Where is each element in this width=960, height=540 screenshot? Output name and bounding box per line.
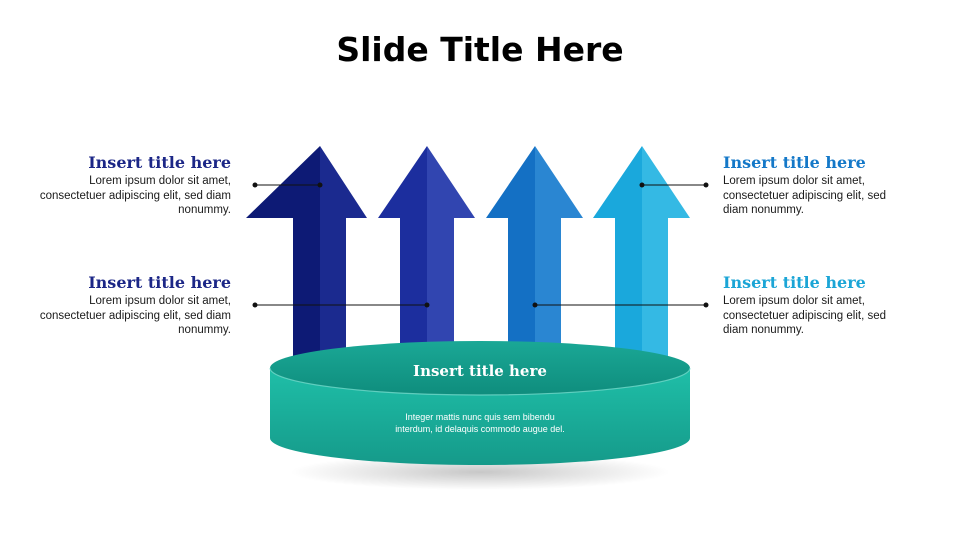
slide-title: Slide Title Here [336, 30, 624, 69]
block-body: Lorem ipsum dolor sit amet, consectetuer… [39, 295, 231, 336]
block-body: Lorem ipsum dolor sit amet, consectetuer… [723, 295, 887, 336]
block-body: Lorem ipsum dolor sit amet, consectetuer… [39, 175, 231, 216]
text-block-bottom-right: Insert title here Lorem ipsum dolor sit … [723, 273, 893, 338]
block-body: Lorem ipsum dolor sit amet, consectetuer… [723, 175, 887, 216]
arrow-3 [486, 146, 583, 360]
connector-top-left [252, 182, 323, 188]
block-title: Insert title here [88, 273, 231, 292]
text-block-top-right: Insert title here Lorem ipsum dolor sit … [723, 153, 893, 218]
base-shadow [290, 454, 670, 490]
block-title: Insert title here [88, 153, 231, 172]
text-block-bottom-left: Insert title here Lorem ipsum dolor sit … [31, 273, 231, 338]
connector-top-right [639, 182, 709, 188]
base-body: Integer mattis nunc quis sem bibendu int… [395, 412, 565, 434]
block-title: Insert title here [723, 273, 866, 292]
arrow-2 [378, 146, 475, 360]
connector-bottom-right [532, 302, 709, 308]
block-title: Insert title here [723, 153, 866, 172]
connector-bottom-left [252, 302, 430, 308]
cylinder-base [269, 341, 691, 465]
arrow-4 [593, 146, 690, 360]
text-block-top-left: Insert title here Lorem ipsum dolor sit … [31, 153, 231, 218]
arrow-1 [246, 146, 367, 360]
base-title: Insert title here [413, 362, 547, 380]
